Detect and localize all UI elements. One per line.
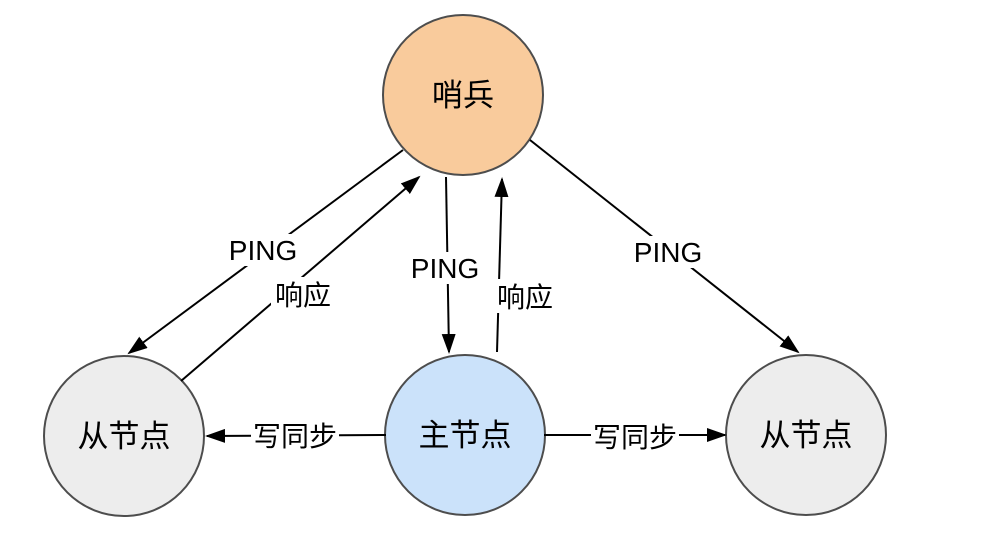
node-slave-right-label: 从节点	[760, 418, 853, 453]
edge-ping-middle-label-bg	[403, 252, 487, 284]
node-slave-left	[43, 355, 205, 517]
edge-ping-right-label: PING	[634, 237, 702, 268]
edge-ping-left-label: PING	[229, 235, 297, 266]
node-sentinel	[382, 14, 544, 176]
node-sentinel-label: 哨兵	[432, 78, 494, 113]
node-master-label: 主节点	[419, 418, 512, 453]
edge-sync-right-label: 写同步	[593, 422, 677, 453]
nodes-layer	[43, 14, 887, 517]
edge-response-left-label-bg	[271, 277, 335, 311]
edge-sync-right-label-bg	[591, 420, 679, 453]
edge-response-left-label: 响应	[275, 280, 331, 311]
edge-labels-layer: PING 响应 PING 响应 PING 写同步 写同步	[221, 234, 710, 453]
edge-response-middle	[494, 177, 509, 353]
edge-response-middle-label-bg	[493, 279, 557, 313]
edge-ping-left-label-bg	[221, 234, 305, 266]
node-slave-left-label: 从节点	[78, 419, 171, 454]
edge-ping-right-label-bg	[626, 236, 710, 268]
node-labels-layer: 哨兵 从节点 主节点 从节点	[78, 78, 853, 454]
edge-ping-middle-label: PING	[411, 253, 479, 284]
edge-response-middle-label: 响应	[497, 282, 553, 313]
edge-sync-left-label-bg	[251, 419, 339, 452]
edge-sync-left-label: 写同步	[253, 421, 337, 452]
